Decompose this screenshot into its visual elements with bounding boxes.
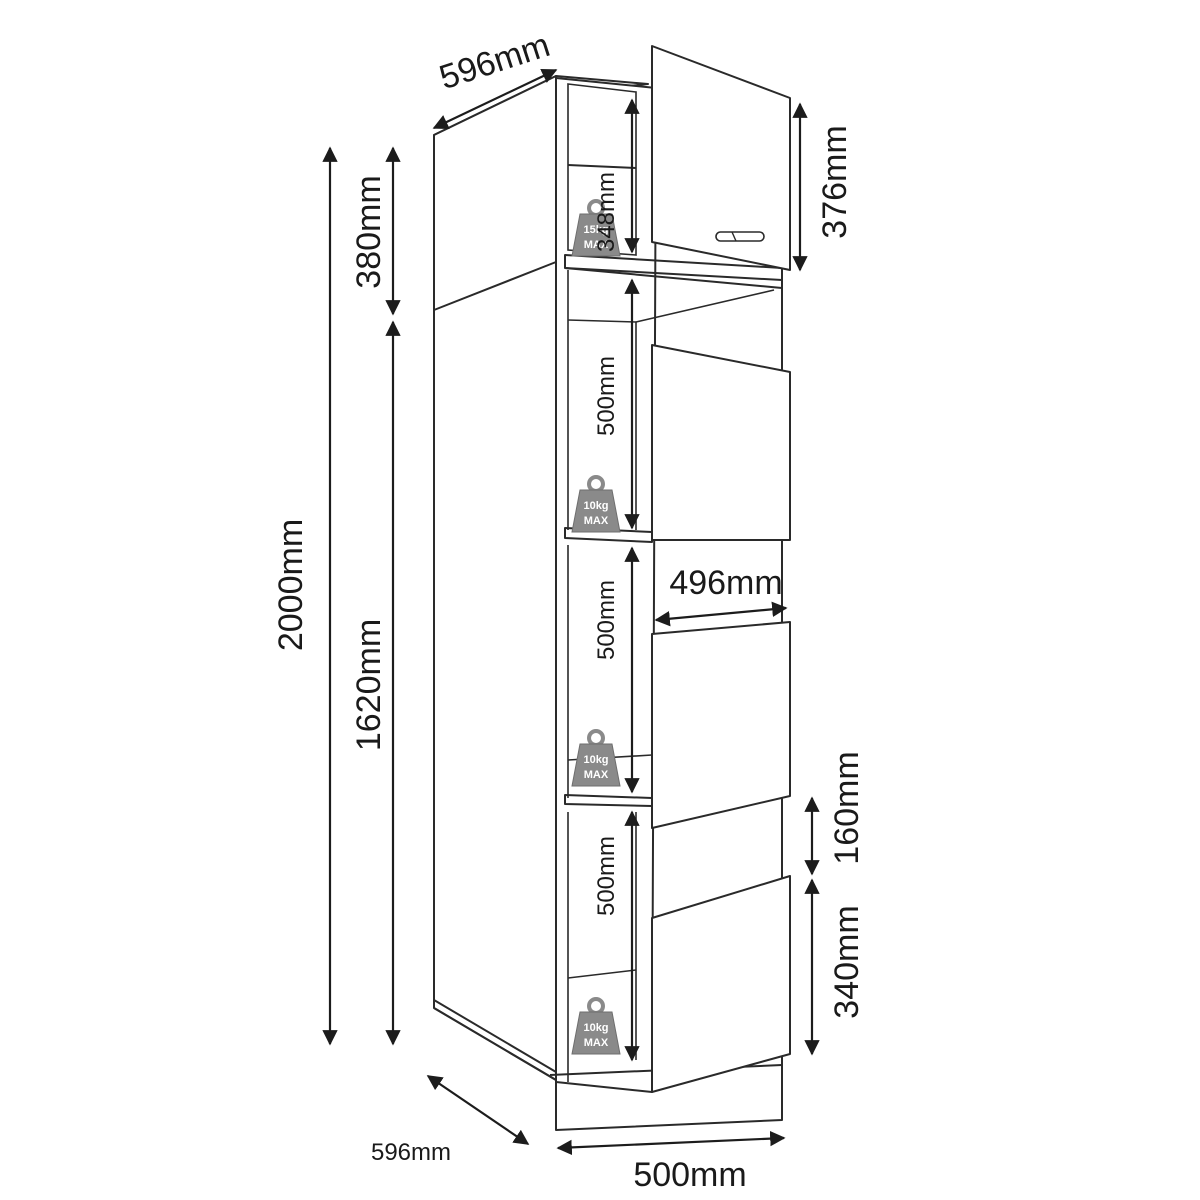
load-limit-3-max: MAX [584, 769, 609, 781]
dim-lower-section: 1620mm [350, 619, 388, 751]
dim-gap-height: 160mm [828, 751, 866, 864]
middle-door-lower[interactable] [651, 621, 791, 829]
door-handle-icon [715, 231, 765, 242]
load-limit-4-max: MAX [584, 1037, 609, 1049]
load-limit-2-max: MAX [584, 515, 609, 527]
dim-shelf-gap-2: 500mm [593, 580, 620, 660]
load-limit-3: 10kg MAX [571, 729, 621, 787]
load-limit-1-max: MAX [584, 239, 609, 251]
bottom-door[interactable] [651, 875, 791, 1093]
dim-base-depth-arrow [426, 1075, 530, 1145]
load-limit-3-amount: 10kg [583, 754, 608, 766]
dim-total-height: 2000mm [272, 519, 310, 651]
dim-top-inner: 348mm [593, 172, 620, 252]
dim-inner-width-arrow [654, 601, 788, 627]
load-limit-2-amount: 10kg [583, 500, 608, 512]
dim-shelf-gap-1: 500mm [593, 356, 620, 436]
cabinet-side-panel [433, 75, 557, 1073]
dim-inner-width: 496mm [669, 564, 782, 602]
dim-top-door: 376mm [816, 125, 854, 238]
dim-shelf-gap-3: 500mm [593, 836, 620, 916]
dim-base-width-arrow [556, 1130, 786, 1156]
load-limit-2: 10kg MAX [571, 475, 621, 533]
dim-base-width: 500mm [633, 1156, 746, 1194]
outer-left-dimension-arrows [322, 146, 401, 1046]
dim-top-depth-arrow [432, 68, 558, 130]
top-door[interactable] [651, 45, 791, 271]
dim-upper-section: 380mm [350, 175, 388, 288]
dim-base-depth: 596mm [371, 1139, 451, 1166]
middle-door-upper[interactable] [651, 344, 791, 541]
outer-right-dimension-arrows [792, 102, 820, 1056]
dim-bottom-door: 340mm [828, 905, 866, 1018]
load-limit-4-amount: 10kg [583, 1022, 608, 1034]
load-limit-1-amount: 15kg [583, 224, 608, 236]
load-limit-1: 15kg MAX [571, 199, 621, 257]
load-limit-4: 10kg MAX [571, 997, 621, 1055]
